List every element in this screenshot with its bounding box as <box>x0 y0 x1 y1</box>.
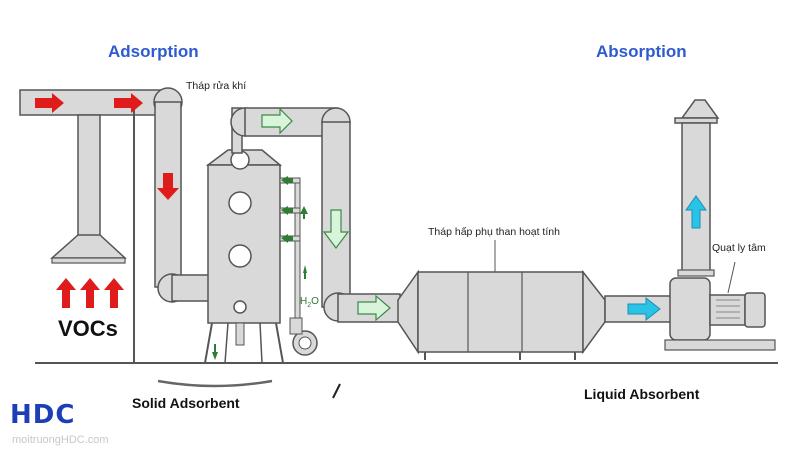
arrow-left-icon <box>281 176 293 185</box>
centrifugal-fan <box>664 261 776 351</box>
company-logo: HDC <box>10 400 76 430</box>
flow-arrows-light <box>261 107 391 322</box>
scrubber-tower-label: Tháp rửa khí <box>186 80 247 92</box>
carbon-tower-label: Tháp hấp phụ than hoạt tính <box>428 226 560 238</box>
arrow-left-icon <box>281 206 293 215</box>
flow-arrows-cyan <box>627 195 707 322</box>
adsorption-title: Adsorption <box>108 42 199 61</box>
arrow-right-icon <box>357 294 391 322</box>
decorative-stroke <box>332 383 341 399</box>
water-pipe <box>279 177 318 356</box>
arrow-up-icon <box>300 206 308 214</box>
centrifugal-fan-label: Quạt ly tâm <box>712 242 766 254</box>
flow-arrows-green <box>212 176 308 360</box>
water-label: H2O <box>300 296 319 309</box>
arrow-up-icon <box>56 278 76 308</box>
vocs-label: VOCs <box>58 316 118 341</box>
arrow-up-icon <box>303 265 307 273</box>
carbon-tower <box>397 240 606 360</box>
arrow-right-icon <box>114 93 143 113</box>
solid-absorbent-label: Solid Adsorbent <box>132 395 240 411</box>
absorption-title: Absorption <box>596 42 687 61</box>
scrubber-tower <box>204 149 284 364</box>
decorative-swoosh <box>157 379 273 388</box>
arrow-up-icon <box>685 195 707 229</box>
arrow-right-icon <box>627 296 661 322</box>
duct-to-scrubber <box>153 87 211 303</box>
arrow-up-icon <box>80 278 100 308</box>
arrow-down-icon <box>212 352 218 360</box>
arrow-down-icon <box>157 173 179 200</box>
website-watermark: moitruongHDC.com <box>12 434 109 446</box>
arrow-left-icon <box>281 234 293 243</box>
arrow-right-icon <box>35 93 64 113</box>
intake-hood <box>19 89 161 363</box>
flow-arrows-red <box>35 93 179 308</box>
arrow-up-icon <box>104 278 124 308</box>
arrow-right-icon <box>261 107 293 135</box>
arrow-down-icon <box>322 209 350 249</box>
liquid-absorbent-label: Liquid Absorbent <box>584 386 700 402</box>
